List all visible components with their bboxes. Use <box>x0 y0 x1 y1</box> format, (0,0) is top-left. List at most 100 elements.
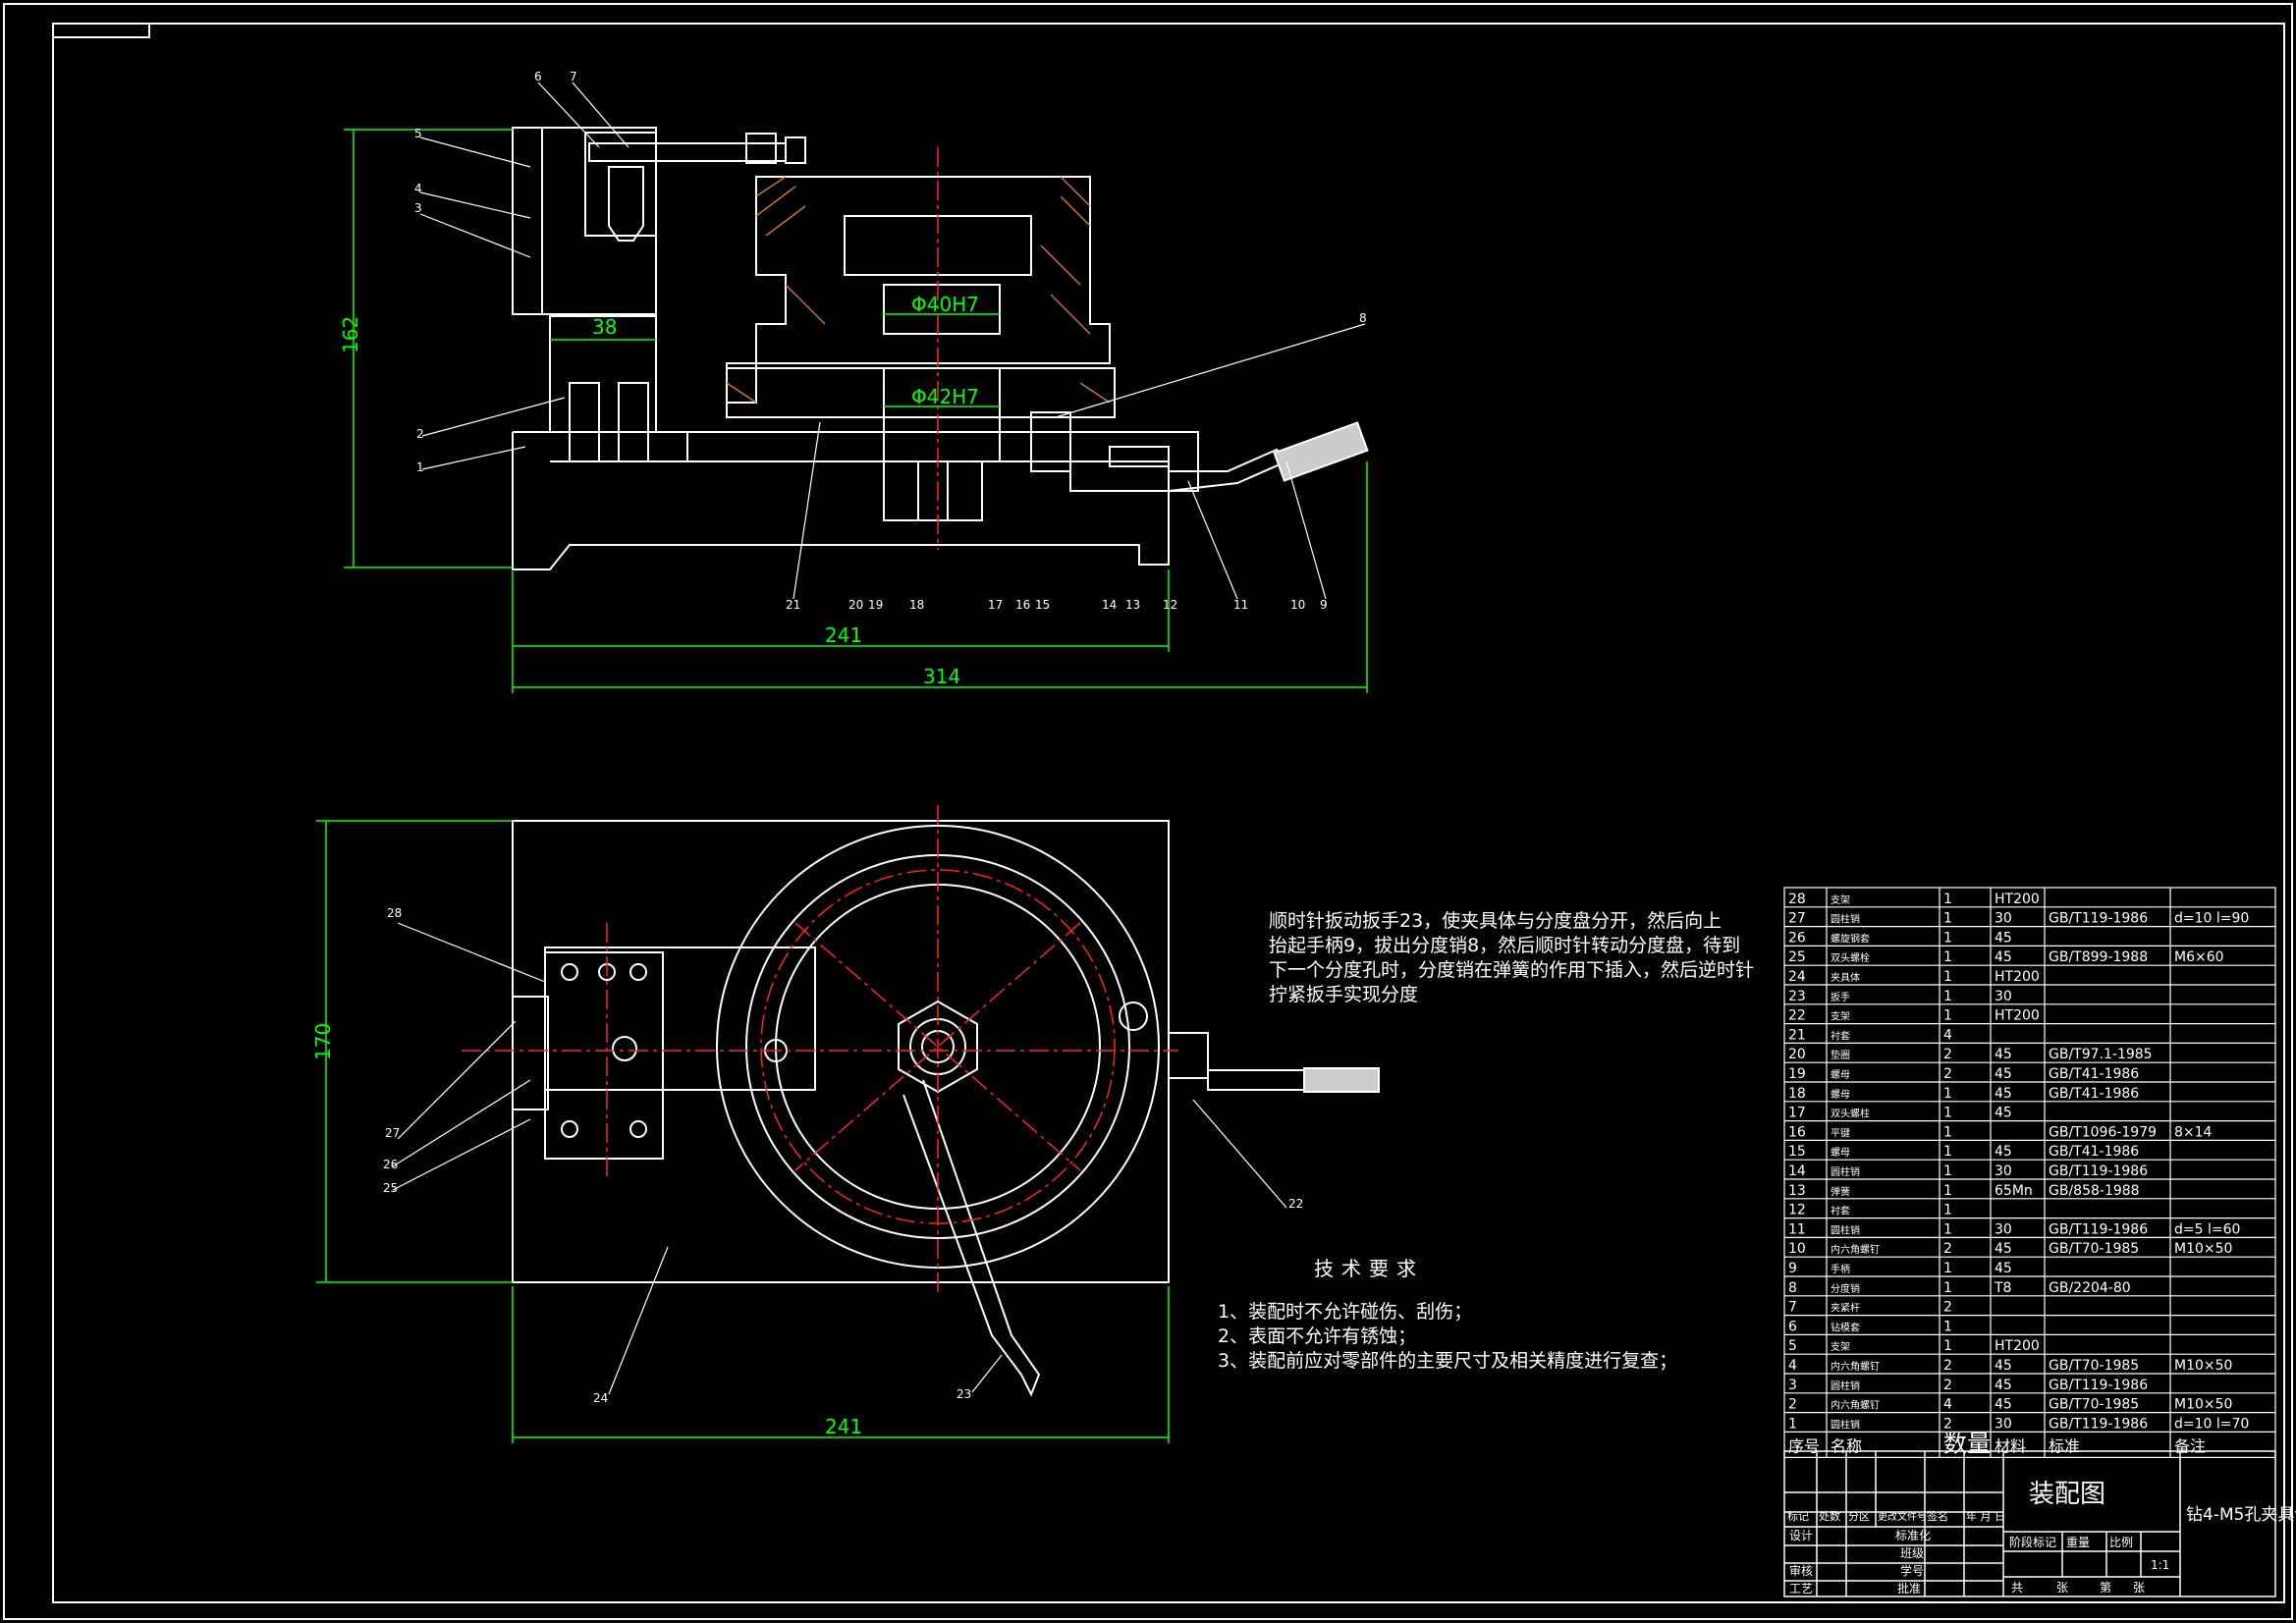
tb-ratio: 比例 <box>2109 1536 2133 1549</box>
title-block <box>1783 1450 2276 1597</box>
bom-cell: 1 <box>1788 1416 1797 1432</box>
bom-cell: 45 <box>1995 1144 2012 1160</box>
bom-cell: GB/T1096-1979 <box>2049 1124 2157 1140</box>
corner-tag <box>52 23 150 38</box>
bom-cell: 12 <box>1788 1203 1806 1218</box>
dim-bore-upper: Φ40H7 <box>911 293 979 316</box>
bom-cell: 45 <box>1995 949 2012 965</box>
bom-cell: 内六角螺钉 <box>1831 1399 1880 1412</box>
operation-note-line: 下一个分度孔时，分度销在弹簧的作用下插入，然后逆时针 <box>1269 959 1755 981</box>
bom-header-cell: 备注 <box>2174 1436 2206 1455</box>
bom-cell: 双头螺柱 <box>1831 1108 1870 1120</box>
bom-cell: 1 <box>1943 1124 1952 1140</box>
bom-cell: GB/2204-80 <box>2049 1280 2131 1296</box>
tb-review: 审核 <box>1789 1563 1813 1578</box>
bom-cell: M6×60 <box>2174 949 2224 965</box>
handle-grip <box>1273 421 1369 482</box>
balloon-26: 26 <box>383 1158 398 1171</box>
base-body <box>512 431 1170 570</box>
plan-view <box>512 820 1380 1397</box>
bom-cell: 1 <box>1943 892 1952 907</box>
bom-cell: GB/T41-1986 <box>2049 1086 2139 1102</box>
bom-cell: HT200 <box>1995 892 2040 907</box>
bom-cell: GB/T899-1988 <box>2049 949 2148 965</box>
bom-cell: GB/T41-1986 <box>2049 1144 2139 1160</box>
balloon-23: 23 <box>957 1387 971 1401</box>
bom-cell: 21 <box>1788 1027 1806 1043</box>
bom-cell: GB/T97.1-1985 <box>2049 1047 2153 1062</box>
wrench-23 <box>902 1079 1041 1397</box>
bom-cell: 45 <box>1995 1378 2012 1393</box>
balloon-13: 13 <box>1125 598 1140 612</box>
bom-cell: 26 <box>1788 930 1806 946</box>
bom-cell: 2 <box>1943 1300 1952 1316</box>
bom-cell: 内六角螺钉 <box>1831 1360 1880 1373</box>
bom-cell: 1 <box>1943 1144 1952 1160</box>
bom-cell: 6 <box>1788 1319 1797 1334</box>
bom-cell: d=5 l=60 <box>2174 1221 2240 1237</box>
bom-cell: 28 <box>1788 892 1806 907</box>
balloon-7: 7 <box>570 70 577 83</box>
operation-note-line: 拧紧扳手实现分度 <box>1269 984 1419 1005</box>
bom-cell: 1 <box>1943 1106 1952 1121</box>
bom-cell: 1 <box>1943 989 1952 1004</box>
drawing-name: 装配图 <box>2029 1480 2105 1509</box>
balloon-24: 24 <box>593 1391 608 1405</box>
index-handle <box>1168 448 1288 492</box>
bom-cell: 18 <box>1788 1086 1806 1102</box>
balloon-8: 8 <box>1359 311 1367 325</box>
bom-cell: 1 <box>1943 1280 1952 1296</box>
front-dimensions <box>344 129 1368 693</box>
bom-cell: 螺母 <box>1831 1069 1850 1081</box>
balloon-21: 21 <box>786 598 800 612</box>
bom-cell: 7 <box>1788 1300 1797 1316</box>
bom-cell: GB/T119-1986 <box>2049 1221 2148 1237</box>
tb-design: 设计 <box>1789 1529 1813 1542</box>
bom-cell: 支架 <box>1831 1341 1850 1353</box>
bom-cell: 13 <box>1788 1183 1806 1199</box>
bom-cell: 螺母 <box>1831 1147 1850 1159</box>
bom-cell: 45 <box>1995 930 2012 946</box>
tb-count: 处数 <box>1819 1510 1840 1523</box>
tb-approve: 批准 <box>1897 1581 1921 1596</box>
bom-cell: 45 <box>1995 1086 2012 1102</box>
balloon-14: 14 <box>1102 598 1117 612</box>
outer-frame <box>3 3 2293 1620</box>
balloon-12: 12 <box>1163 598 1177 612</box>
balloon-6: 6 <box>534 70 542 83</box>
dim-plan-height: 170 <box>311 1023 335 1060</box>
bom-cell: 1 <box>1943 930 1952 946</box>
bom-cell: M10×50 <box>2174 1397 2232 1413</box>
bom-cell: 24 <box>1788 969 1806 985</box>
bom-cell: 2 <box>1943 1241 1952 1257</box>
bom-cell: HT200 <box>1995 969 2040 985</box>
plan-bracket <box>544 947 816 1091</box>
bom-cell: 30 <box>1995 989 2012 1004</box>
dim-bracket-width: 38 <box>592 315 617 339</box>
balloon-22: 22 <box>1288 1197 1303 1211</box>
tb-student-no: 学号 <box>1900 1563 1924 1578</box>
balloon-28: 28 <box>387 906 402 920</box>
front-leaders <box>419 81 1366 600</box>
balloon-17: 17 <box>988 598 1003 612</box>
bom-cell: 14 <box>1788 1163 1806 1179</box>
bom-cell: 20 <box>1788 1047 1806 1062</box>
bom-cell: 45 <box>1995 1106 2012 1121</box>
bom-cell: 11 <box>1788 1221 1806 1237</box>
bom-cell: 钻模套 <box>1831 1321 1860 1333</box>
bom-cell: GB/T119-1986 <box>2049 1163 2148 1179</box>
bom-cell: M10×50 <box>2174 1358 2232 1374</box>
balloon-25: 25 <box>383 1181 398 1195</box>
bom-cell: GB/T119-1986 <box>2049 1378 2148 1393</box>
scale-value: 1:1 <box>2151 1558 2169 1572</box>
balloon-19: 19 <box>868 598 883 612</box>
dim-overall-length: 314 <box>923 665 960 688</box>
tb-date: 年 月 日 <box>1966 1509 2005 1523</box>
bom-cell: 30 <box>1995 1221 2012 1237</box>
front-view <box>512 127 1369 570</box>
tech-requirement-item: 1、装配时不允许碰伤、刮伤； <box>1218 1301 1473 1323</box>
bom-cell: 扳手 <box>1831 991 1850 1003</box>
bom-cell: 22 <box>1788 1008 1806 1024</box>
bom-cell: GB/T119-1986 <box>2049 1416 2148 1432</box>
